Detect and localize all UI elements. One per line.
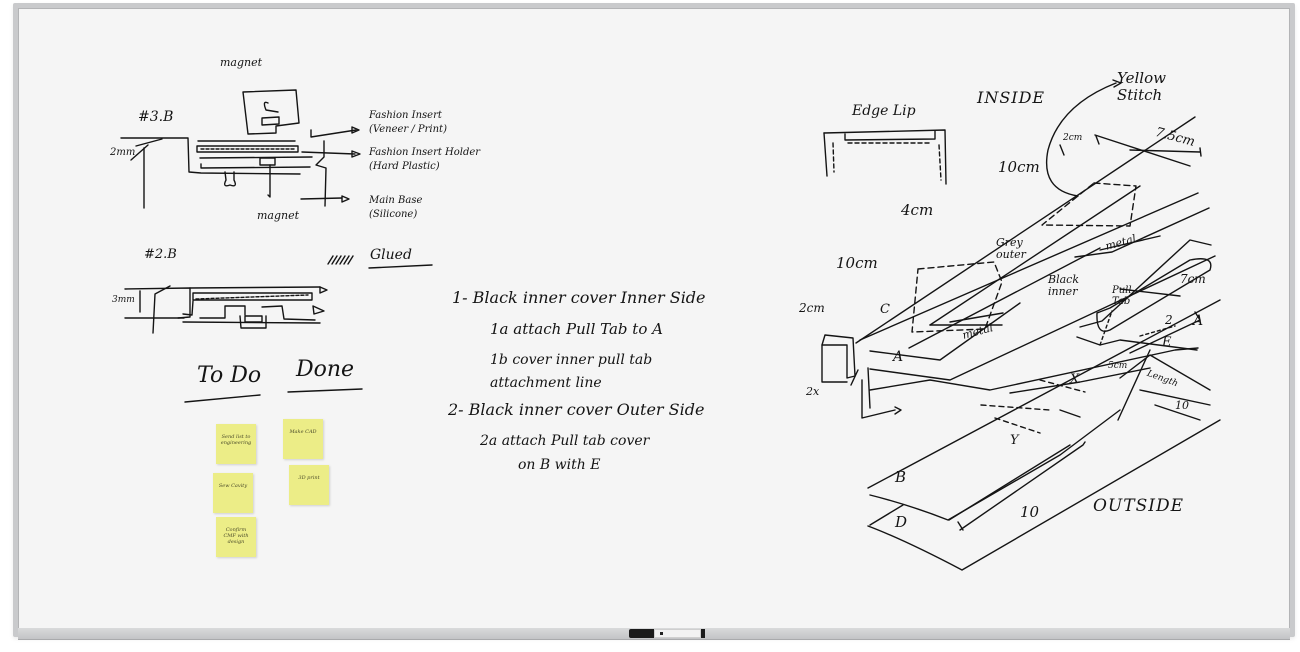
magnet-top-label: magnet [220,56,263,69]
part-label: Y [1010,433,1019,448]
dim-label: 4cm [901,201,934,219]
part-label: A [893,349,904,365]
dim-label: 10 [1020,503,1040,521]
exploded-view-drawing [821,79,1221,571]
callout-fashion-insert: Fashion Insert [369,110,442,121]
dimension-2mm-label: 2mm [110,147,136,158]
dim-label: 2x [806,385,820,398]
dim-label: 10cm [836,254,878,272]
callout-insert-holder: Fashion Insert Holder [369,147,481,158]
outside-label: OUTSIDE [1093,496,1185,516]
part-label: B [895,468,907,486]
callout-main-base: Main Base [369,195,423,206]
diagram-3b-label: #3.B [138,109,174,125]
done-column-title: Done [296,357,355,382]
sticky-note[interactable]: Confirm CMF with design [216,517,256,557]
dry-erase-marker[interactable] [654,629,701,638]
part-label: X [1070,372,1080,387]
instruction-line: 2- Black inner cover Outer Side [448,400,705,419]
instruction-line: 2a attach Pull tab cover [480,433,650,449]
inside-label: INSIDE [977,88,1046,107]
part-label: C [880,302,890,317]
dim-label: 7cm [1180,272,1206,286]
sticky-note[interactable]: Make CAD [283,419,323,459]
part-label: E [1162,335,1172,350]
dim-label: 5cm [1108,361,1128,371]
part-label: D [895,513,908,531]
diagram-2b-drawing [124,255,433,334]
callout-fashion-insert-material: (Veneer / Print) [369,124,447,135]
diagram-3b-drawing [120,89,361,209]
marker-logo [660,632,663,635]
dim-label: 2cm [799,301,825,315]
dim-label: 10cm [998,158,1040,176]
dimension-3mm-label: 3mm [112,295,135,305]
part-label: Grey outer [996,236,1026,262]
glued-legend-label: Glued [370,247,412,263]
part-label: Pull Tab [1112,285,1132,307]
instruction-line: attachment line [490,375,602,391]
marker-end [701,629,705,638]
edge-lip-label: Edge Lip [852,103,916,119]
todo-column-title: To Do [197,363,262,388]
instruction-line: 1b cover inner pull tab [490,352,653,368]
instruction-line: 1a attach Pull Tab to A [490,320,663,338]
part-label: Black inner [1048,273,1079,299]
sticky-note[interactable]: Send list to engineering [216,424,256,464]
magnet-bottom-label: magnet [257,209,300,222]
instruction-line: on B with E [518,457,601,473]
diagram-2b-label: #2.B [144,247,177,262]
instruction-line: 1- Black inner cover Inner Side [452,288,706,307]
dim-label: 2cm [1063,133,1083,143]
callout-insert-holder-material: (Hard Plastic) [369,161,440,172]
callout-main-base-material: (Silicone) [369,209,418,220]
yellow-stitch-label: Yellow Stitch [1117,69,1166,104]
sticky-note[interactable]: 3D print [289,465,329,505]
sticky-note[interactable]: Sew Cavity [213,473,253,513]
dim-label: 10 [1175,399,1189,412]
marker-cap[interactable] [629,629,654,638]
dim-label: 2 [1165,313,1173,327]
part-label: A [1193,313,1204,329]
